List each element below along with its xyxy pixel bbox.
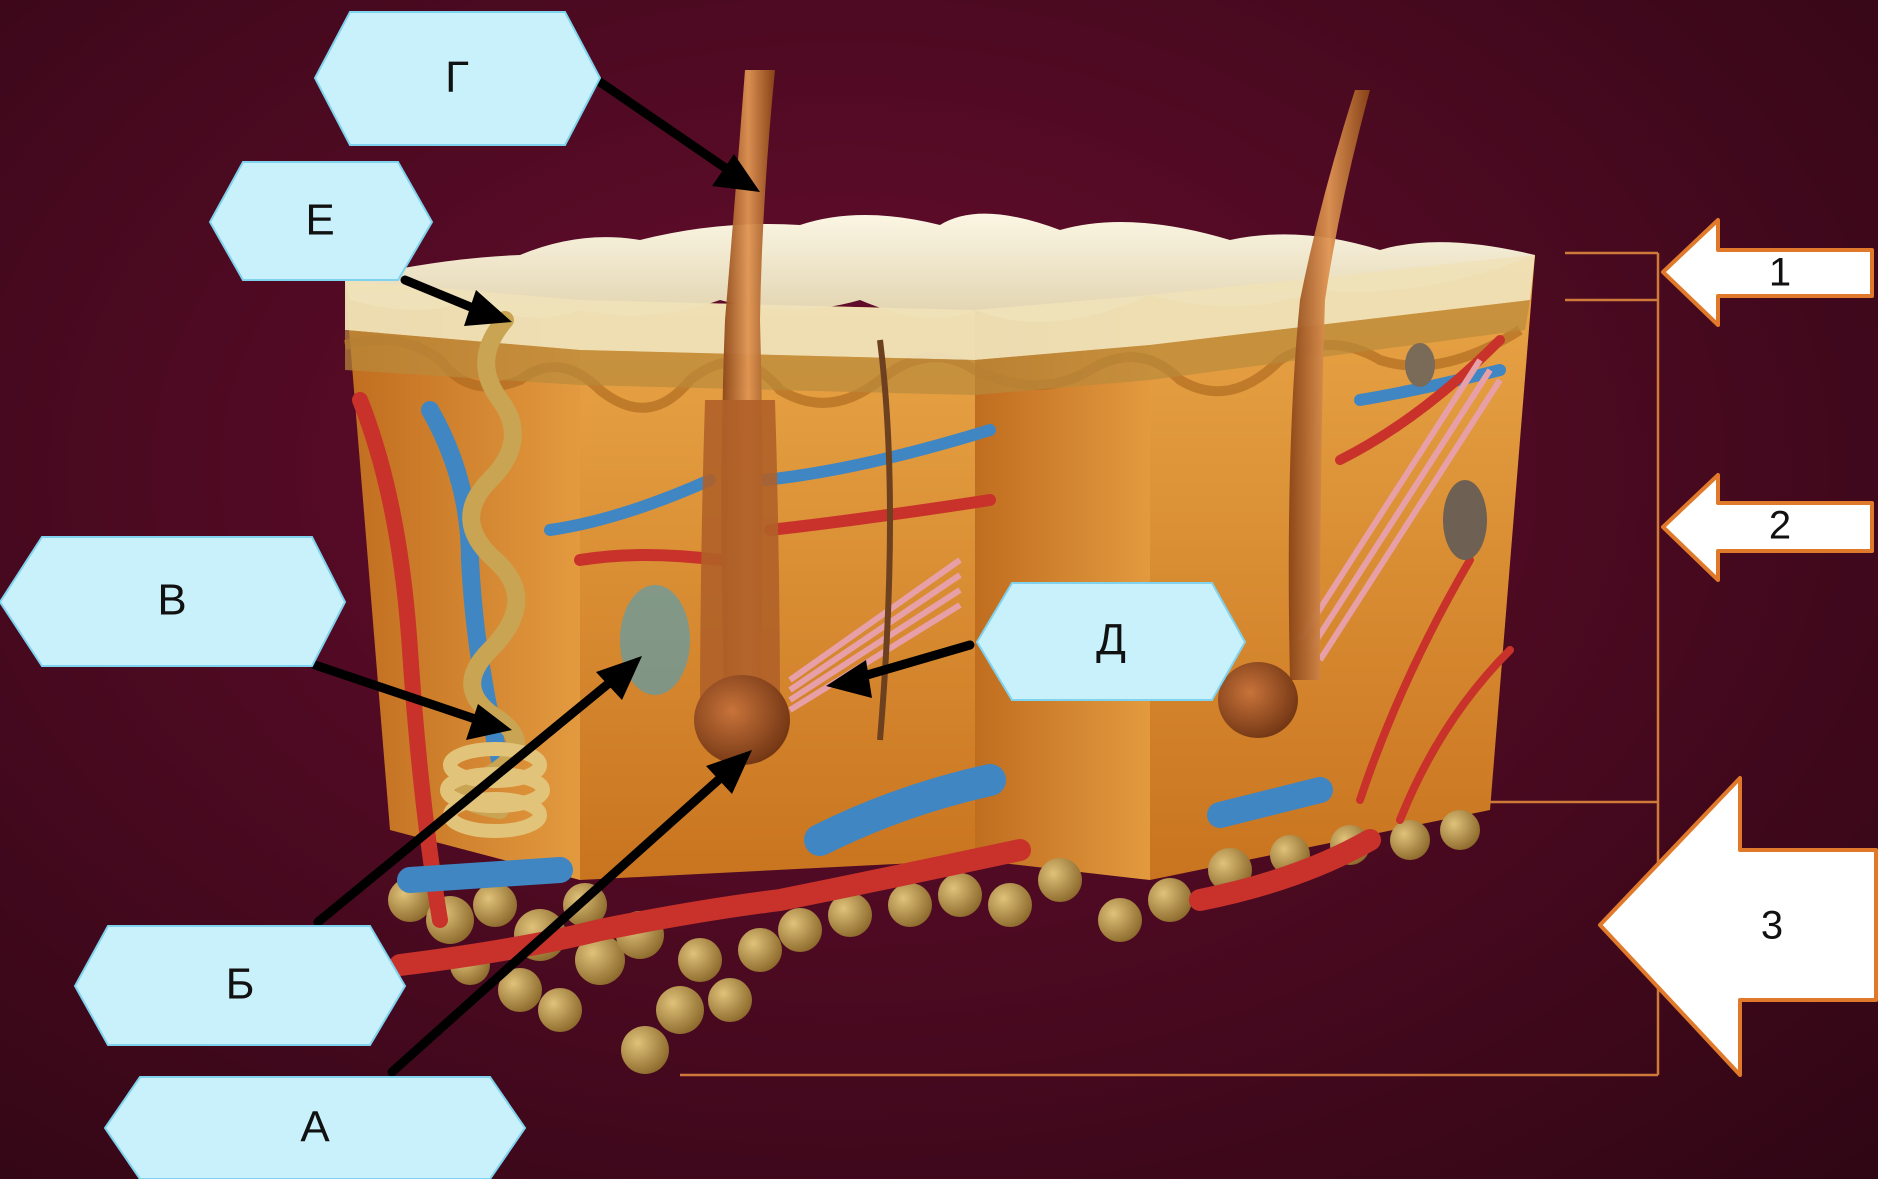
hex-label-g: Г: [315, 12, 600, 145]
gland: [1405, 343, 1435, 387]
skin-block: [345, 70, 1535, 1074]
hex-label-e-text: Е: [305, 196, 334, 245]
hair-bulb: [694, 675, 790, 765]
hex-label-b-text: Б: [226, 960, 255, 1009]
layer-arrow-1: 1: [1663, 220, 1872, 325]
hex-label-e: Е: [210, 162, 432, 280]
hex-label-d: Д: [977, 583, 1245, 700]
hex-label-a: А: [105, 1077, 525, 1179]
hair-follicle: [700, 400, 780, 720]
layer-arrow-2: 2: [1663, 475, 1872, 580]
layer-arrow-2-label: 2: [1769, 504, 1791, 548]
layer-arrow-1-label: 1: [1769, 251, 1791, 295]
hex-label-b: Б: [75, 926, 405, 1045]
gland: [1443, 480, 1487, 560]
vein: [410, 870, 560, 880]
hex-label-g-text: Г: [445, 53, 469, 102]
hair-bulb: [1218, 662, 1298, 738]
layer-arrow-3-label: 3: [1761, 904, 1783, 948]
hex-label-d-text: Д: [1096, 616, 1126, 665]
hex-label-v-text: В: [157, 576, 186, 625]
layer-arrow-3: 3: [1600, 778, 1876, 1075]
pointer-arrow-g: [600, 82, 740, 178]
hex-label-v: В: [0, 537, 345, 666]
hex-label-a-text: А: [300, 1103, 330, 1152]
artery: [580, 555, 720, 560]
